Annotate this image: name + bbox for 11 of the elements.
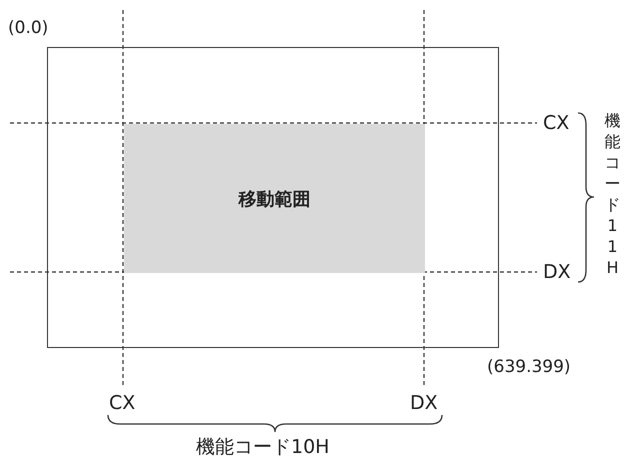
shaded-area	[124, 124, 425, 273]
axis-label: DX	[410, 393, 438, 413]
axis-label: CX	[109, 393, 136, 413]
coordinate-label: (639.399)	[487, 357, 571, 377]
screen-frame	[47, 47, 499, 348]
brace-label: 機能コード11H	[604, 110, 621, 278]
area-label: 移動範囲	[238, 188, 310, 210]
brace-label: 機能コード10H	[196, 437, 330, 457]
axis-label: CX	[543, 113, 570, 133]
coordinate-label: (0.0)	[8, 18, 48, 38]
axis-label: DX	[543, 262, 571, 282]
